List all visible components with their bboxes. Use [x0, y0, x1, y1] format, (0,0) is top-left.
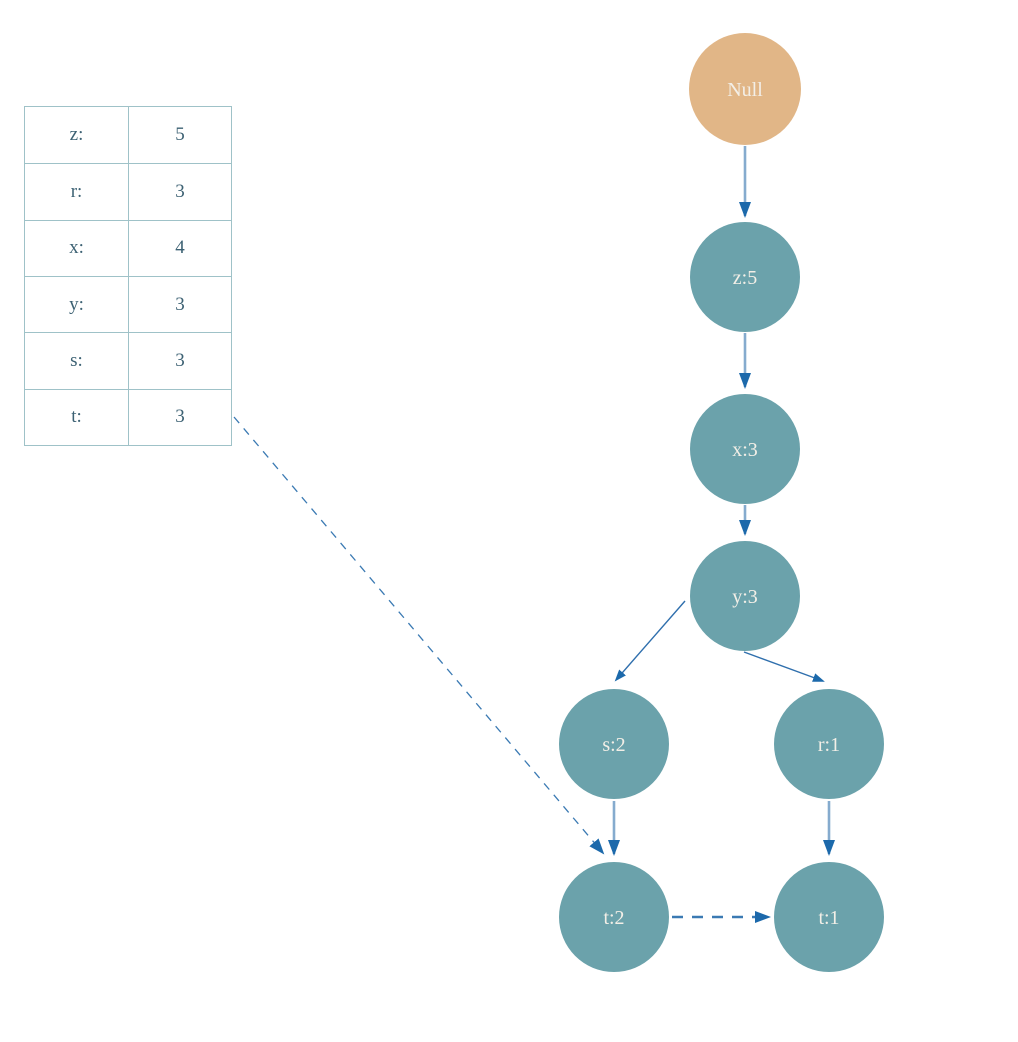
item-cell: t: [25, 388, 128, 445]
tree-node-t1: t:1 [774, 862, 884, 972]
node-circle-y3 [690, 541, 800, 651]
item-cell: r: [25, 163, 128, 219]
node-label-t1: t:1 [818, 907, 839, 929]
node-label-z5: z:5 [733, 267, 757, 289]
edge-y3-s2 [614, 600, 686, 682]
count-cell: 5 [128, 107, 231, 164]
node-label-y3: y:3 [732, 586, 758, 608]
item-cell: z: [69, 124, 84, 146]
node-circle-t2 [559, 862, 669, 972]
count-cell: 3 [128, 332, 231, 389]
count-cell: 3 [128, 388, 231, 445]
tree-node-z5: z:5 [690, 222, 800, 332]
node-circle-null [689, 33, 801, 145]
edge-y3-r1 [743, 651, 825, 682]
node-label-t2: t:2 [603, 907, 624, 929]
node-label-x3: x:3 [732, 439, 758, 461]
node-circle-r1 [774, 689, 884, 799]
item-count-table: z: 5 r: 3 x: 4 y: 3 s: 3 t: 3 [24, 106, 232, 446]
tree-node-y3: y:3 [690, 541, 800, 651]
item-cell: s: [25, 332, 128, 388]
count-cell: 3 [128, 275, 231, 333]
tree-node-r1: r:1 [774, 689, 884, 799]
edge-table-t2-dashed [233, 416, 605, 855]
node-label-s2: s:2 [602, 734, 625, 756]
node-circle-x3 [690, 394, 800, 504]
count-cell: 3 [128, 163, 231, 220]
tree-node-null: Null [689, 33, 801, 145]
node-label-null: Null [727, 79, 763, 101]
node-circle-s2 [559, 689, 669, 799]
count-cell: 4 [128, 219, 231, 276]
node-circle-t1 [774, 862, 884, 972]
tree-node-s2: s:2 [559, 689, 669, 799]
tree-node-t2: t:2 [559, 862, 669, 972]
item-cell: y: [25, 275, 128, 332]
node-circle-z5 [690, 222, 800, 332]
node-label-r1: r:1 [818, 734, 840, 756]
item-cell: x: [25, 219, 128, 276]
tree-node-x3: x:3 [690, 394, 800, 504]
